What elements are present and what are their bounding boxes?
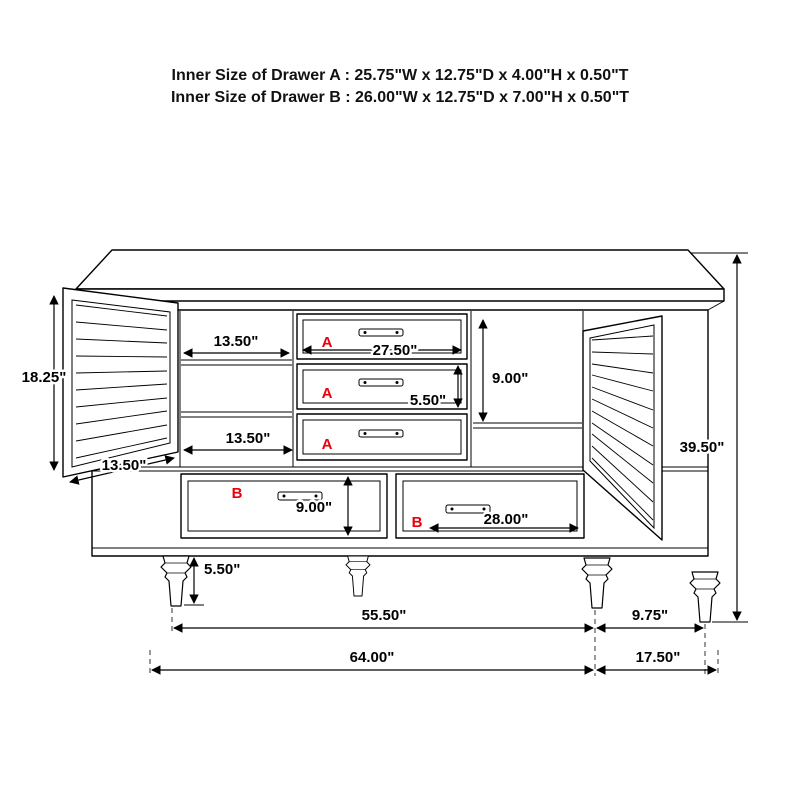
drawer-a-1-handle xyxy=(358,328,404,337)
drawer-a-2-label: A xyxy=(322,385,333,402)
dim-drawer-b-width: 28.00" xyxy=(484,511,529,528)
front-left-leg xyxy=(160,555,192,607)
drawer-a-2 xyxy=(296,363,468,410)
title-line-1: Inner Size of Drawer A : 25.75"W x 12.75… xyxy=(172,67,629,84)
front-right-leg xyxy=(581,557,613,609)
drawer-a-2-handle xyxy=(358,378,404,387)
dim-door-width: 13.50" xyxy=(102,457,147,474)
top-panel xyxy=(75,249,725,311)
right-door-slats xyxy=(591,335,654,521)
dim-overall-depth: 17.50" xyxy=(636,649,681,666)
dim-drawer-a-height: 5.50" xyxy=(410,392,446,409)
center-leg xyxy=(345,555,371,597)
dim-side-leg-span: 9.75" xyxy=(632,607,668,624)
drawer-b-2-handle xyxy=(445,504,491,514)
title-line-2: Inner Size of Drawer B : 26.00"W x 12.75… xyxy=(171,89,629,106)
dim-front-leg-span: 55.50" xyxy=(362,607,407,624)
drawer-a-3 xyxy=(296,413,468,461)
dim-open-shelf-height: 9.00" xyxy=(492,370,528,387)
dim-shelf-width-top: 13.50" xyxy=(214,333,259,350)
dim-drawer-a-width: 27.50" xyxy=(373,342,418,359)
dim-drawer-b-height: 9.00" xyxy=(296,499,332,516)
drawer-a-3-label: A xyxy=(322,436,333,453)
drawer-a-1-label: A xyxy=(322,334,333,351)
extension-lines xyxy=(149,608,719,676)
drawer-b-2-label: B xyxy=(412,514,423,531)
left-louver-door xyxy=(62,287,179,478)
right-compartment-shelf xyxy=(473,422,582,429)
dim-shelf-width-bottom: 13.50" xyxy=(226,430,271,447)
drawer-a-3-handle xyxy=(358,429,404,438)
title-block: Inner Size of Drawer A : 25.75"W x 12.75… xyxy=(171,67,629,106)
left-door-slats xyxy=(75,304,168,459)
left-compartment-shelves xyxy=(181,359,292,418)
dim-leg-height: 5.50" xyxy=(204,561,240,578)
drawer-letter-labels: A A A B B xyxy=(230,332,425,533)
back-right-leg xyxy=(689,571,721,623)
dim-door-open-height: 18.25" xyxy=(22,369,67,386)
drawer-b-1-label: B xyxy=(232,485,243,502)
dim-overall-height: 39.50" xyxy=(680,439,725,456)
drawer-b-1-handle xyxy=(277,491,323,501)
dim-overall-width: 64.00" xyxy=(350,649,395,666)
dresser-drawing xyxy=(62,249,725,623)
right-louver-door xyxy=(582,315,663,541)
dimension-annotations: 13.50" 18.25" 27.50" 9.00" 5.50" 13.50" … xyxy=(19,252,748,676)
drawer-b-1 xyxy=(180,473,388,539)
